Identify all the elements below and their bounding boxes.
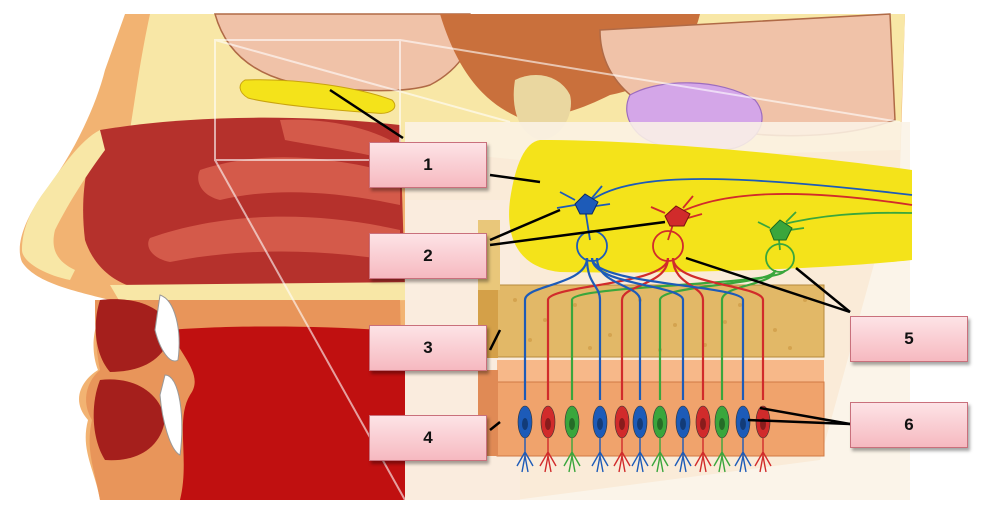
- receptor-neuron-green: [713, 269, 777, 473]
- palate: [110, 282, 420, 302]
- pointer-6a: [759, 406, 851, 426]
- pointer-2a: [489, 208, 561, 242]
- mitral-axon-blue: [584, 178, 913, 206]
- receptor-neuron-blue: [590, 257, 752, 473]
- mitral-soma-blue: [574, 193, 599, 215]
- mitral-axon-red: [674, 193, 913, 216]
- pointer-2b: [489, 220, 666, 247]
- label-box-2: 2: [369, 233, 487, 279]
- receptor-neuron-green: [563, 268, 787, 473]
- nose-outer: [22, 130, 105, 280]
- receptor-neuron-red: [671, 257, 772, 473]
- label-box-4: 4: [369, 415, 487, 461]
- teeth-upper: [154, 294, 180, 362]
- pointer-4: [489, 421, 501, 431]
- pointer-3: [488, 329, 502, 351]
- tongue: [170, 326, 405, 500]
- mitral-axon-green: [779, 211, 913, 226]
- mitral-soma-green: [769, 219, 793, 241]
- receptor-neuron-blue: [590, 257, 692, 473]
- pointer-lines: [329, 88, 851, 431]
- turbinate-lower: [148, 216, 400, 262]
- label-box-3: 3: [369, 325, 487, 371]
- pointer-6b: [747, 418, 851, 426]
- receptor-neuron-red: [671, 257, 712, 473]
- receptor-neurons: [516, 257, 787, 473]
- pointer-5a: [685, 256, 851, 314]
- receptor-neuron-blue: [585, 257, 609, 473]
- mitral-soma-red: [664, 205, 691, 227]
- lower-lip: [93, 379, 165, 461]
- turbinate-middle: [198, 157, 400, 205]
- receptor-neuron-red: [539, 257, 670, 473]
- olfactory-bulb: [509, 140, 912, 273]
- teeth-lower: [159, 374, 183, 456]
- pointer-1a: [329, 88, 404, 140]
- mitral-cells: [556, 178, 913, 273]
- olfactory-bulb-small: [239, 79, 396, 114]
- inset-panel: [405, 122, 913, 500]
- glomerulus-green: [765, 243, 795, 273]
- label-box-6: 6: [850, 402, 968, 448]
- pointer-1b: [489, 173, 541, 184]
- receptor-neuron-blue: [516, 257, 589, 473]
- label-box-5: 5: [850, 316, 968, 362]
- upper-lip: [95, 299, 170, 372]
- turbinate-upper: [280, 119, 390, 160]
- pointer-5b: [795, 267, 851, 313]
- receptor-neuron-green: [651, 269, 777, 473]
- label-box-1: 1: [369, 142, 487, 188]
